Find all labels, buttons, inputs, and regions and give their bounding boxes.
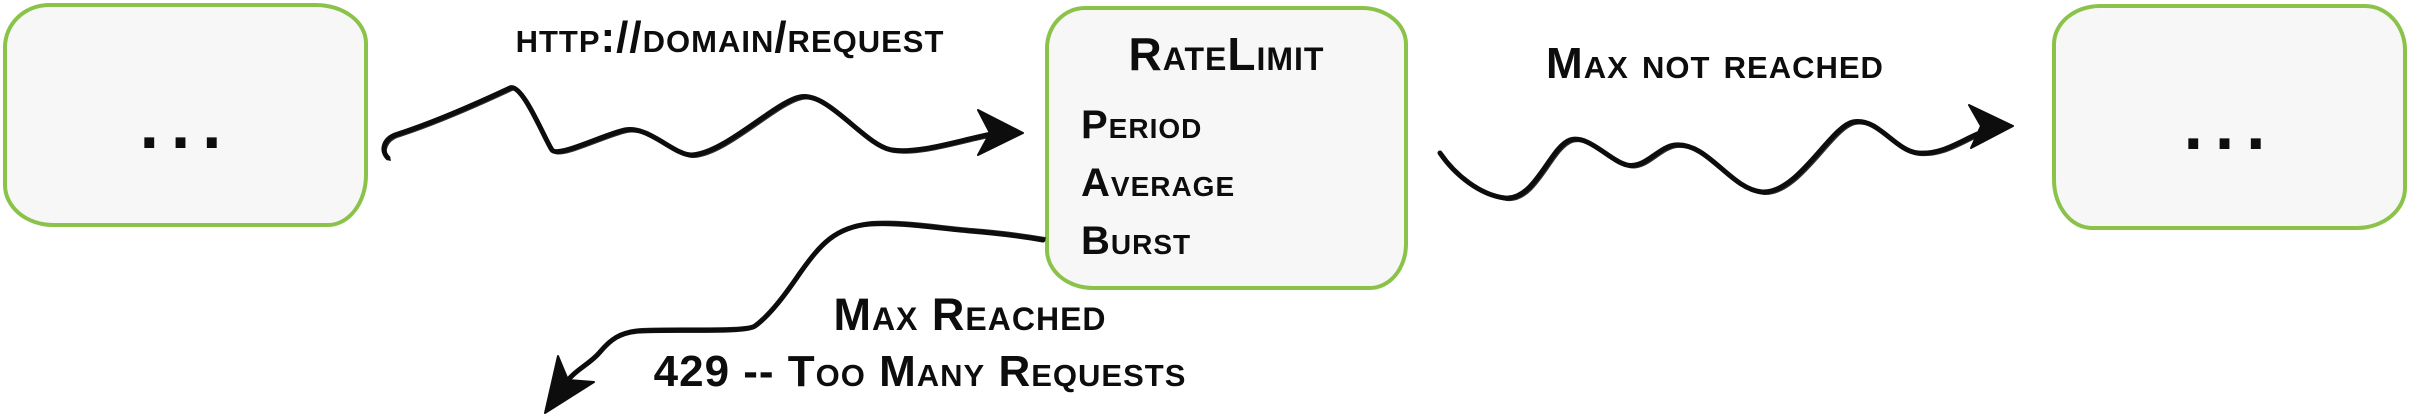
request-arrow bbox=[381, 85, 1024, 161]
max-reached-arrow bbox=[544, 220, 1046, 414]
max-reached-edge-label: Max Reached bbox=[833, 289, 1107, 340]
ratelimit-attr-average: Average bbox=[1081, 161, 1236, 205]
ratelimit-attr-burst: Burst bbox=[1081, 219, 1192, 263]
request-edge-label: http://domain/request bbox=[515, 13, 945, 62]
max-not-reached-edge-label: Max not reached bbox=[1546, 39, 1884, 88]
ratelimit-attr-period: Period bbox=[1081, 103, 1203, 147]
max-not-reached-arrow bbox=[1437, 104, 2014, 202]
max-not-reached-arrowhead-icon bbox=[1968, 104, 2014, 149]
ratelimit-attribute-list: Period Average Burst bbox=[1049, 96, 1404, 270]
max-reached-arrowhead-icon bbox=[544, 355, 595, 414]
request-arrow-texture bbox=[384, 88, 995, 161]
request-arrowhead-icon bbox=[977, 109, 1024, 156]
ratelimit-node-title: RateLimit bbox=[1128, 28, 1325, 80]
request-arrow-path bbox=[381, 85, 995, 161]
destination-node-label: ... bbox=[2182, 98, 2277, 163]
source-node: ... bbox=[3, 3, 368, 227]
too-many-requests-edge-label: 429 -- Too Many Requests bbox=[653, 347, 1187, 396]
source-node-label: ... bbox=[138, 97, 233, 162]
max-not-reached-arrow-texture bbox=[1441, 122, 1983, 202]
ratelimit-node: RateLimit Period Average Burst bbox=[1045, 6, 1408, 290]
max-reached-arrow-texture bbox=[569, 220, 1046, 379]
destination-node: ... bbox=[2052, 4, 2407, 230]
